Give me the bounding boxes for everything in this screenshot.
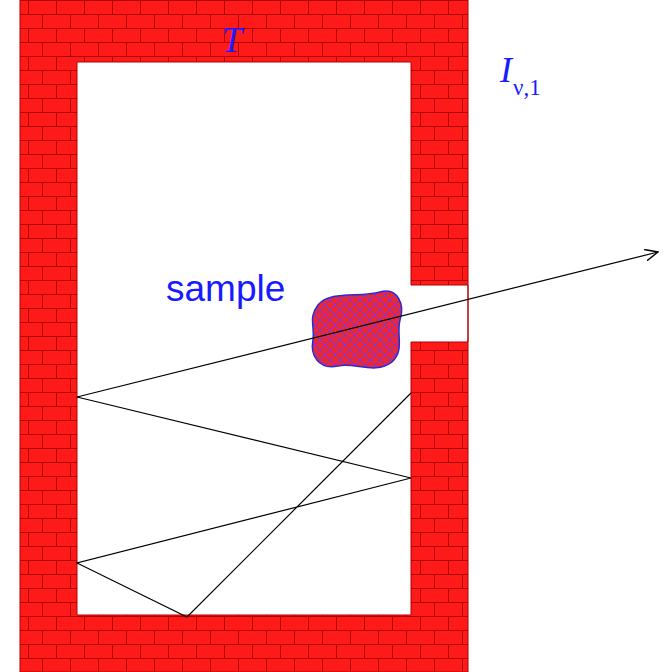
- sample-label: sample: [166, 270, 285, 307]
- intensity-subscript: ν,1: [513, 76, 541, 99]
- sample-blob: [312, 291, 401, 368]
- reflected-rays: [77, 393, 411, 617]
- intensity-symbol: I: [500, 52, 512, 88]
- temperature-symbol: T: [222, 22, 242, 58]
- brick-wall: [20, 0, 468, 672]
- emitted-ray: [77, 252, 658, 397]
